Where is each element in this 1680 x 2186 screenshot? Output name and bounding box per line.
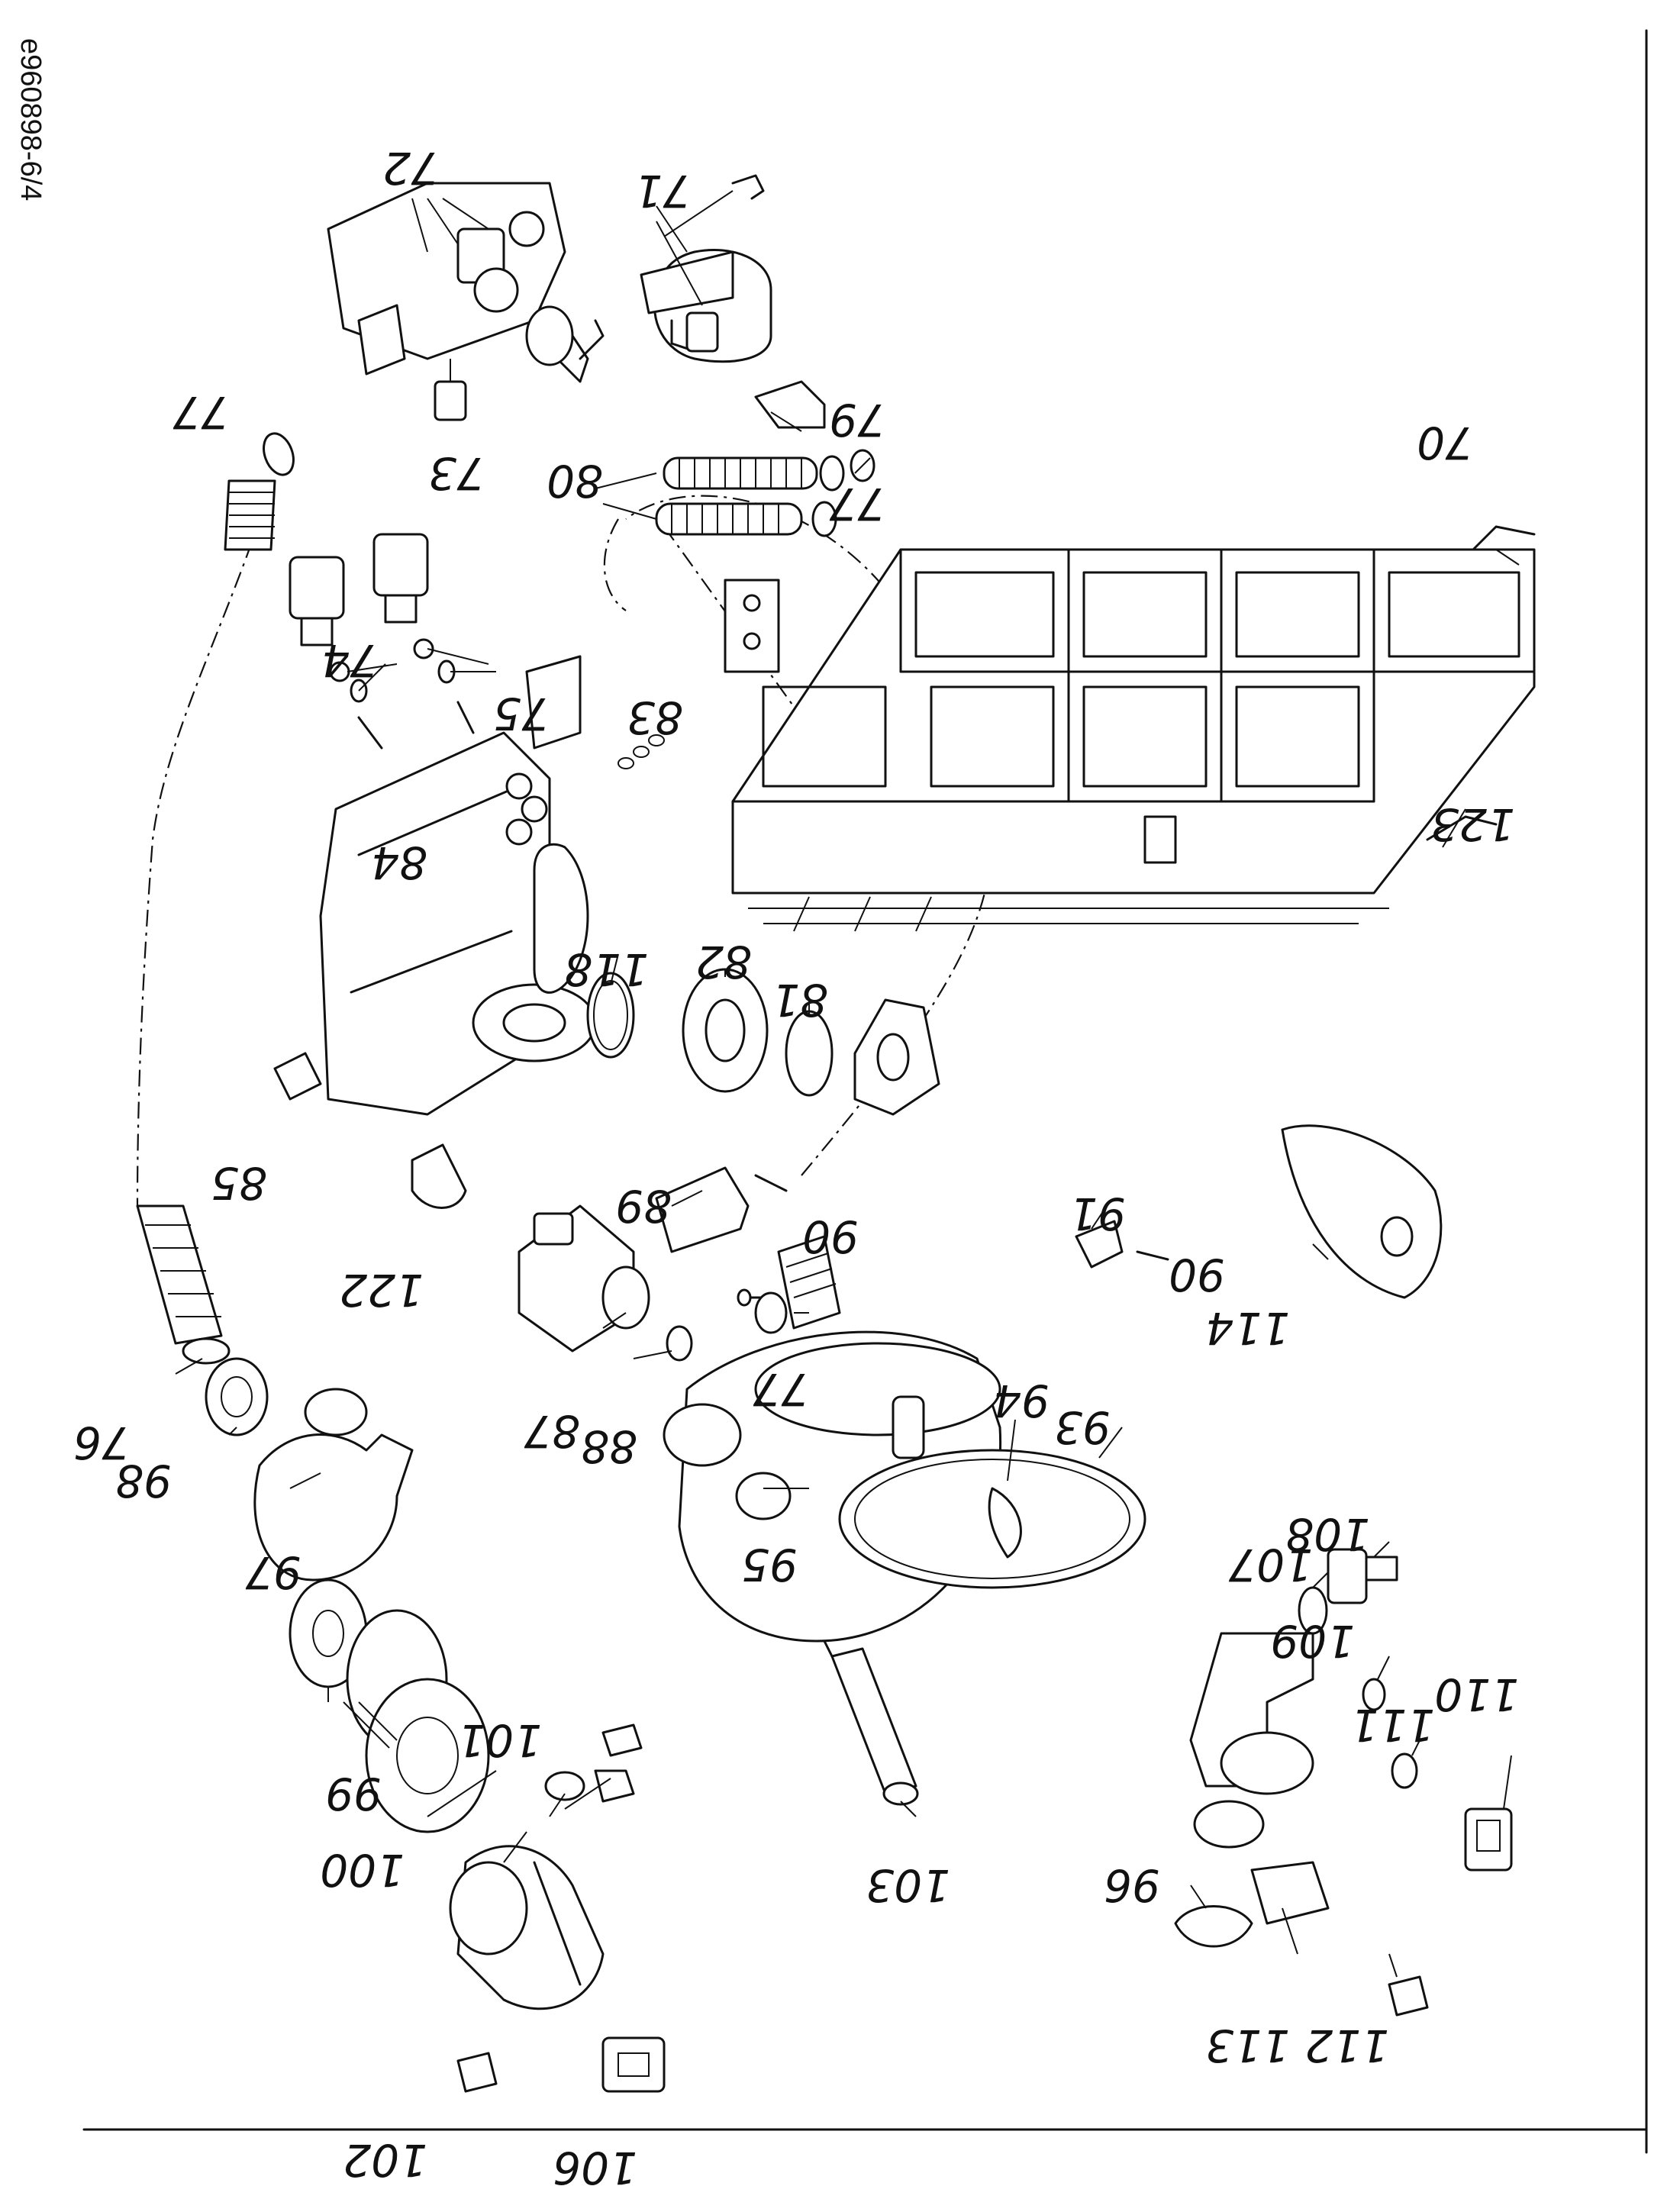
part-83-o-rings <box>618 734 665 769</box>
callout-109: 109 <box>1270 1615 1355 1667</box>
callout-122: 122 <box>339 1264 424 1316</box>
part-113-filter <box>1189 1632 1330 1925</box>
leader-lines <box>175 190 1520 1978</box>
part-102-clip <box>456 2052 498 2093</box>
part-90-screw-b <box>1136 1250 1169 1261</box>
callout-90-a: 90 <box>802 1211 859 1262</box>
part-82-flange <box>682 968 769 1093</box>
part-101-pump-cover <box>365 1678 490 1833</box>
callout-106: 106 <box>553 2142 637 2186</box>
callout-101: 101 <box>457 1714 542 1766</box>
part-84-cover <box>319 655 597 1116</box>
callout-110: 110 <box>1434 1669 1519 1720</box>
callout-77-b: 77 <box>829 478 885 530</box>
callout-103: 103 <box>866 1859 950 1911</box>
callout-97: 97 <box>245 1546 301 1598</box>
callout-113: 113 <box>1205 2020 1290 2072</box>
callout-72: 72 <box>382 142 439 194</box>
part-77-seal-top <box>263 432 295 476</box>
part-108-sensor <box>1327 1548 1398 1604</box>
callout-102: 102 <box>343 2134 427 2186</box>
callout-107: 107 <box>1228 1539 1313 1591</box>
part-94-clip <box>988 1487 1022 1559</box>
callout-94: 94 <box>993 1375 1050 1427</box>
callout-77-c: 77 <box>753 1363 809 1415</box>
part-106-connector <box>601 2036 666 2093</box>
callout-74: 74 <box>321 634 378 686</box>
corrugated-hose-lower <box>136 1204 231 1365</box>
callout-71: 71 <box>634 165 691 217</box>
part-114-cap <box>1281 1124 1443 1299</box>
callout-77-top: 77 <box>173 386 229 438</box>
part-91-clip <box>1075 1220 1124 1269</box>
part-103-rod <box>823 1640 919 1806</box>
part-122-clip <box>411 1143 467 1209</box>
callout-114: 114 <box>1205 1302 1290 1354</box>
callout-111: 111 <box>1350 1699 1435 1751</box>
callout-96: 96 <box>1104 1859 1160 1911</box>
part-73-clip <box>434 380 467 421</box>
callout-84: 84 <box>371 837 427 888</box>
callout-76: 76 <box>73 1417 130 1469</box>
short-hose <box>754 1235 841 1334</box>
callout-labels: 72 71 77 73 74 75 80 79 77 70 83 84 85 1… <box>73 142 1519 2186</box>
part-88-ring <box>666 1325 693 1362</box>
callout-80: 80 <box>547 455 603 507</box>
callout-81: 81 <box>772 974 828 1026</box>
part-79-clip <box>754 380 826 429</box>
callout-99: 99 <box>325 1768 382 1820</box>
guide-line-hose-upper <box>136 541 253 1207</box>
part-70-water-tank <box>724 525 1536 932</box>
drawing-id: e960898-6/4 <box>6 8 52 366</box>
inlet-valve-assembly <box>327 174 772 383</box>
callout-90-b: 90 <box>1169 1249 1225 1301</box>
callout-98: 98 <box>115 1455 172 1507</box>
callout-73: 73 <box>428 447 485 499</box>
callout-95: 95 <box>741 1539 798 1591</box>
part-118-seal <box>586 972 635 1059</box>
part-95-sump <box>663 1330 1002 1643</box>
part-100-motor <box>449 1723 643 2010</box>
callout-89: 89 <box>615 1180 672 1232</box>
part-87-valve <box>518 1204 650 1353</box>
callout-93: 93 <box>1054 1401 1111 1453</box>
guide-line-rings <box>603 518 627 611</box>
part-85-bracket <box>273 1052 322 1101</box>
drawing-id-text: e960898-6/4 <box>15 38 47 201</box>
callout-123: 123 <box>1430 798 1515 850</box>
callout-79: 79 <box>829 394 885 446</box>
part-80-hoses <box>655 455 845 537</box>
callout-118: 118 <box>564 943 649 995</box>
part-111-ring <box>1391 1752 1418 1789</box>
part-97-pump-housing <box>253 1388 414 1581</box>
callout-108: 108 <box>1285 1508 1370 1560</box>
callout-70: 70 <box>1417 417 1473 469</box>
part-96-clamp <box>1174 1905 1253 1948</box>
callout-85: 85 <box>211 1157 267 1209</box>
part-74-sensor <box>289 556 383 750</box>
callout-91: 91 <box>1069 1188 1126 1240</box>
callout-87: 87 <box>524 1405 580 1457</box>
part-98-seal <box>205 1357 269 1436</box>
callout-88: 88 <box>581 1420 637 1472</box>
part-75-sensor <box>372 533 475 734</box>
part-110-connector <box>1464 1807 1513 1872</box>
callout-82: 82 <box>695 936 752 988</box>
sump-nut <box>853 998 940 1116</box>
callout-83: 83 <box>627 692 683 743</box>
part-109-ring <box>1362 1678 1386 1711</box>
part-89-bracket <box>655 1166 750 1253</box>
corrugated-hose-upper <box>224 479 276 551</box>
callout-100: 100 <box>320 1844 405 1896</box>
callout-112: 112 <box>1304 2020 1389 2072</box>
callout-75: 75 <box>493 688 550 740</box>
part-112-clip <box>1388 1975 1429 2017</box>
